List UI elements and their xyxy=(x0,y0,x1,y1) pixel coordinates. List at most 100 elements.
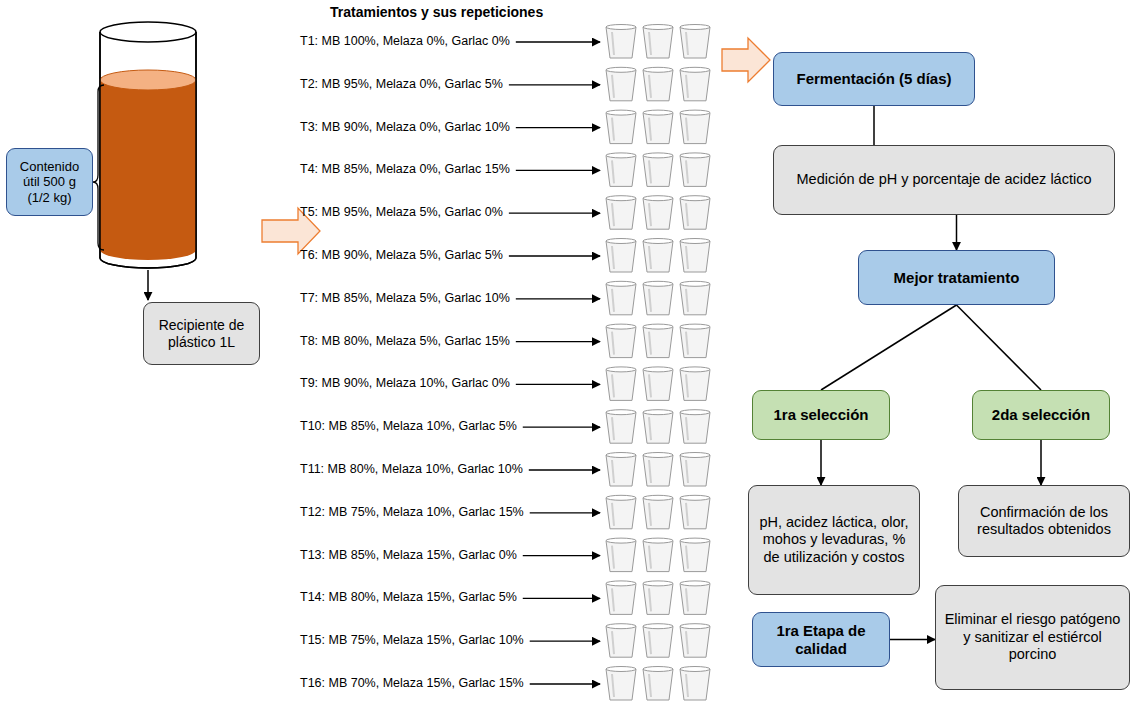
cup-rim xyxy=(680,239,710,244)
cup xyxy=(680,70,710,101)
cup-shade xyxy=(612,75,614,98)
treatment-label: T10: MB 85%, Melaza 10%, Garlac 5% xyxy=(300,419,517,433)
cup-rim xyxy=(606,110,636,115)
block-arrow xyxy=(722,38,770,82)
cup-shade xyxy=(649,203,651,226)
process-box: Confirmación de los resultados obtenidos xyxy=(958,485,1130,557)
cup-rim xyxy=(643,495,673,500)
node-text: Eliminar el riesgo patógeno y sanitizar … xyxy=(943,611,1122,663)
cup xyxy=(680,541,710,572)
cup xyxy=(680,327,710,358)
node-text: Confirmación de los resultados obtenidos xyxy=(966,504,1122,539)
node-text: pH, acidez láctica, olor, mohos y levadu… xyxy=(756,514,912,566)
cup-rim xyxy=(680,196,710,201)
cup-shade xyxy=(612,160,614,183)
node-text: Contenido útil 500 g (1/2 kg) xyxy=(14,159,85,206)
bracket xyxy=(93,85,104,250)
cup-shade xyxy=(649,546,651,569)
cup xyxy=(680,498,710,529)
cup xyxy=(643,455,673,486)
row-arrow xyxy=(523,555,600,556)
row-arrow xyxy=(509,255,600,256)
row-arrow xyxy=(516,384,600,385)
treatment-label: T15: MB 75%, Melaza 15%, Garlac 10% xyxy=(300,633,524,647)
treatment-label: T2: MB 95%, Melaza 0%, Garlac 5% xyxy=(300,77,503,91)
liquid xyxy=(100,80,196,260)
row-arrow xyxy=(523,598,600,599)
node-text: 1ra selección xyxy=(773,406,868,424)
cup-rim xyxy=(606,453,636,458)
cup-shade xyxy=(612,32,614,55)
cup-shade xyxy=(686,674,688,697)
cup xyxy=(680,27,710,58)
cup xyxy=(680,155,710,186)
treatment-label: T12: MB 75%, Melaza 10%, Garlac 15% xyxy=(300,505,524,519)
connector xyxy=(873,106,875,145)
cup xyxy=(680,669,710,700)
cup-rim xyxy=(606,367,636,372)
cup xyxy=(680,113,710,144)
cup xyxy=(643,583,673,614)
cup-rim xyxy=(680,581,710,586)
cup-rim xyxy=(680,25,710,30)
cup xyxy=(643,626,673,657)
cup-shade xyxy=(649,289,651,312)
cup-shade xyxy=(612,460,614,483)
cup-shade xyxy=(649,417,651,440)
cup-rim xyxy=(643,25,673,30)
cup-shade xyxy=(686,75,688,98)
stage-box: 1ra Etapa de calidad xyxy=(752,612,890,667)
cup-shade xyxy=(686,160,688,183)
cup-rim xyxy=(680,367,710,372)
cup-shade xyxy=(686,503,688,526)
cup xyxy=(643,327,673,358)
cup-shade xyxy=(612,246,614,269)
cup-shade xyxy=(612,118,614,141)
cup-rim xyxy=(606,667,636,672)
cup-rim xyxy=(606,281,636,286)
cup xyxy=(643,155,673,186)
cup xyxy=(606,284,636,315)
cup xyxy=(606,241,636,272)
cup-shade xyxy=(649,674,651,697)
cup xyxy=(606,626,636,657)
title: Tratamientos y sus repeticiones xyxy=(330,4,543,20)
row-arrow xyxy=(530,641,600,642)
cup xyxy=(680,369,710,400)
cup-rim xyxy=(606,239,636,244)
treatment-label: T5: MB 95%, Melaza 5%, Garlac 0% xyxy=(300,205,503,219)
connector xyxy=(820,440,822,485)
cup xyxy=(643,198,673,229)
treatment-label: T16: MB 70%, Melaza 15%, Garlac 15% xyxy=(300,676,524,690)
cup-rim xyxy=(606,67,636,72)
node-text: 1ra Etapa de calidad xyxy=(760,622,882,658)
cup-rim xyxy=(680,538,710,543)
row-arrow xyxy=(509,213,600,214)
cup-rim xyxy=(606,196,636,201)
cup-shade xyxy=(612,203,614,226)
cup-shade xyxy=(649,32,651,55)
cup xyxy=(606,27,636,58)
cup xyxy=(606,541,636,572)
stage-box: Mejor tratamiento xyxy=(858,250,1055,305)
cup-rim xyxy=(643,538,673,543)
cup-shade xyxy=(612,374,614,397)
cup-rim xyxy=(606,324,636,329)
cup xyxy=(643,498,673,529)
cup-rim xyxy=(606,495,636,500)
cup xyxy=(606,455,636,486)
cup xyxy=(643,70,673,101)
cup-shade xyxy=(612,417,614,440)
treatment-label: T14: MB 80%, Melaza 15%, Garlac 5% xyxy=(300,590,517,604)
cup-rim xyxy=(643,67,673,72)
row-arrow xyxy=(509,84,600,85)
row-arrow xyxy=(516,170,600,171)
cup-shade xyxy=(649,588,651,611)
cup xyxy=(680,241,710,272)
treatment-label: T6: MB 90%, Melaza 5%, Garlac 5% xyxy=(300,248,503,262)
cup-shade xyxy=(612,546,614,569)
cup-shade xyxy=(686,332,688,355)
cup-shade xyxy=(612,588,614,611)
cup-shade xyxy=(686,203,688,226)
